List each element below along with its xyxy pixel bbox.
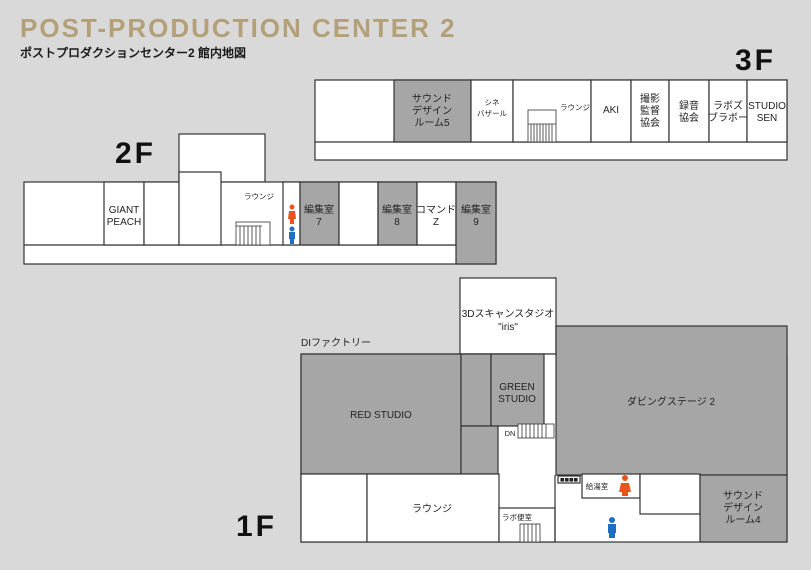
- room-command-z[interactable]: [416, 181, 457, 246]
- label-sound5-l1: サウンド: [412, 93, 452, 105]
- label-scan-l1: 3Dスキャンスタジオ: [462, 308, 555, 320]
- label-edit7-l2: 7: [316, 217, 322, 228]
- page-title: POST-PRODUCTION CENTER 2: [20, 13, 457, 43]
- label-sound4-l2: デザイン: [723, 501, 763, 514]
- label-labos-l2: ブラボー: [708, 111, 748, 124]
- label-rec-l2: 協会: [679, 111, 699, 124]
- label-kitchen: 給湯室: [586, 481, 609, 491]
- label-dn: DN: [505, 429, 516, 438]
- label-cmdz-l2: Z: [433, 217, 439, 228]
- label-cin-l2: 監督: [640, 104, 660, 117]
- label-giant-l1: GIANT: [109, 205, 140, 216]
- label-cin-l3: 協会: [640, 116, 660, 129]
- label-dubbing: ダビングステージ 2: [627, 395, 716, 408]
- label-sound4-l3: ルーム4: [725, 514, 761, 526]
- label-labos-l1: ラボズ: [713, 99, 743, 112]
- stairs-icon: [517, 423, 555, 439]
- room-aki[interactable]: [590, 79, 632, 143]
- room-dubbing-stage-2[interactable]: [555, 325, 788, 476]
- room-studio-sen[interactable]: [746, 79, 788, 143]
- room-edit-7[interactable]: [299, 181, 340, 246]
- room-lounge-1f[interactable]: [366, 473, 500, 543]
- room-edit-8[interactable]: [377, 181, 418, 246]
- label-edit9-l1: 編集室: [461, 203, 491, 216]
- sign-board: [557, 475, 581, 484]
- label-scan-l2: "iris": [498, 322, 518, 333]
- room-edit-9[interactable]: [455, 181, 497, 265]
- label-lounge-2f: ラウンジ: [244, 192, 274, 201]
- floor-label-2f: 2F: [115, 137, 157, 170]
- restroom-1f[interactable]: [639, 473, 701, 515]
- room-2f-blank: [338, 181, 379, 246]
- label-cin-l1: 撮影: [640, 92, 660, 105]
- male-toilet-icon: [608, 517, 616, 538]
- label-rec-l1: 録音: [679, 99, 699, 112]
- room-2f-hall: [178, 171, 222, 246]
- label-red-studio: RED STUDIO: [350, 410, 412, 421]
- label-di-factory: DIファクトリー: [301, 337, 371, 349]
- female-toilet-icon: [288, 204, 296, 224]
- stairs-icon: [235, 221, 271, 246]
- label-green-l1: GREEN: [499, 382, 535, 393]
- label-labo-toilet: ラボ便室: [502, 512, 532, 522]
- stairs-icon: [519, 523, 541, 543]
- room-labos-bravo[interactable]: [708, 79, 748, 143]
- stairs-icon: [527, 109, 557, 143]
- label-cine-l2: バザール: [477, 109, 507, 118]
- male-toilet-icon: [289, 226, 295, 244]
- room-cine-bazaar[interactable]: [470, 79, 514, 143]
- room-recording-assoc[interactable]: [668, 79, 710, 143]
- female-toilet-icon: [619, 475, 631, 496]
- floor-1f: [300, 277, 788, 543]
- room-red-studio[interactable]: [300, 353, 462, 475]
- label-edit7-l1: 編集室: [304, 203, 334, 216]
- floor-label-3f: 3F: [735, 44, 777, 77]
- label-edit9-l2: 9: [473, 217, 479, 228]
- label-cmdz-l1: コマンド: [416, 205, 456, 216]
- label-sen-l2: SEN: [757, 113, 778, 124]
- label-aki: AKI: [603, 105, 619, 116]
- label-lounge-1f: ラウンジ: [412, 503, 452, 515]
- floor-label-1f: 1F: [236, 510, 278, 543]
- label-giant-l2: PEACH: [107, 217, 141, 228]
- label-edit8-l1: 編集室: [382, 203, 412, 216]
- label-sen-l1: STUDIO: [748, 101, 786, 112]
- room-2f-small: [143, 181, 180, 246]
- label-green-l2: STUDIO: [498, 394, 536, 405]
- label-cine-l1: シネ: [485, 98, 500, 107]
- label-edit8-l2: 8: [394, 217, 400, 228]
- floor-3f: [314, 79, 788, 161]
- label-sound5-l3: ルーム5: [414, 117, 450, 129]
- page-subtitle: ポストプロダクションセンター2 館内地図: [20, 46, 247, 60]
- label-sign: ■■■■: [560, 475, 579, 484]
- label-sound5-l2: デザイン: [412, 104, 452, 117]
- label-sound4-l1: サウンド: [723, 490, 763, 502]
- room-green-studio[interactable]: [490, 353, 545, 427]
- floor-2f: [23, 133, 497, 265]
- room-sound-design-4[interactable]: [699, 474, 788, 543]
- label-lounge-3f: ラウンジ: [560, 103, 590, 112]
- room-cinematographers[interactable]: [630, 79, 670, 143]
